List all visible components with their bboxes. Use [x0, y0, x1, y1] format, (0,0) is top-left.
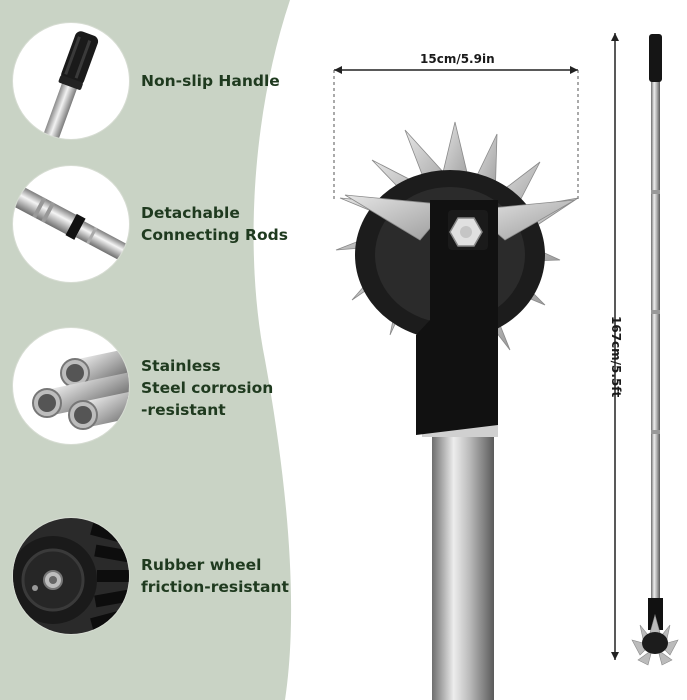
feature-rods: Detachable Connecting Rods — [0, 165, 300, 295]
feature-wheel: Rubber wheel friction-resistant — [0, 517, 300, 647]
full-tool — [631, 34, 679, 666]
length-label: 167cm/5.5ft — [609, 316, 623, 398]
feature-steel: Stainless Steel corrosion -resistant — [0, 327, 300, 457]
width-label: 15cm/5.9in — [420, 52, 495, 66]
handle-grip-icon — [12, 22, 130, 140]
width-dimension — [333, 66, 579, 200]
hex-bolt-icon — [449, 217, 483, 247]
feature-label: Non-slip Handle — [141, 72, 280, 90]
feature-label: Stainless Steel corrosion -resistant — [141, 357, 274, 419]
main-pole — [432, 430, 494, 700]
feature-handle: Non-slip Handle — [0, 22, 300, 152]
steel-tubes-icon — [12, 327, 130, 445]
feature-label: Detachable Connecting Rods — [141, 204, 288, 244]
connecting-rod-icon — [12, 165, 130, 283]
length-dimension — [611, 33, 619, 660]
feature-label: Rubber wheel friction-resistant — [141, 556, 289, 596]
